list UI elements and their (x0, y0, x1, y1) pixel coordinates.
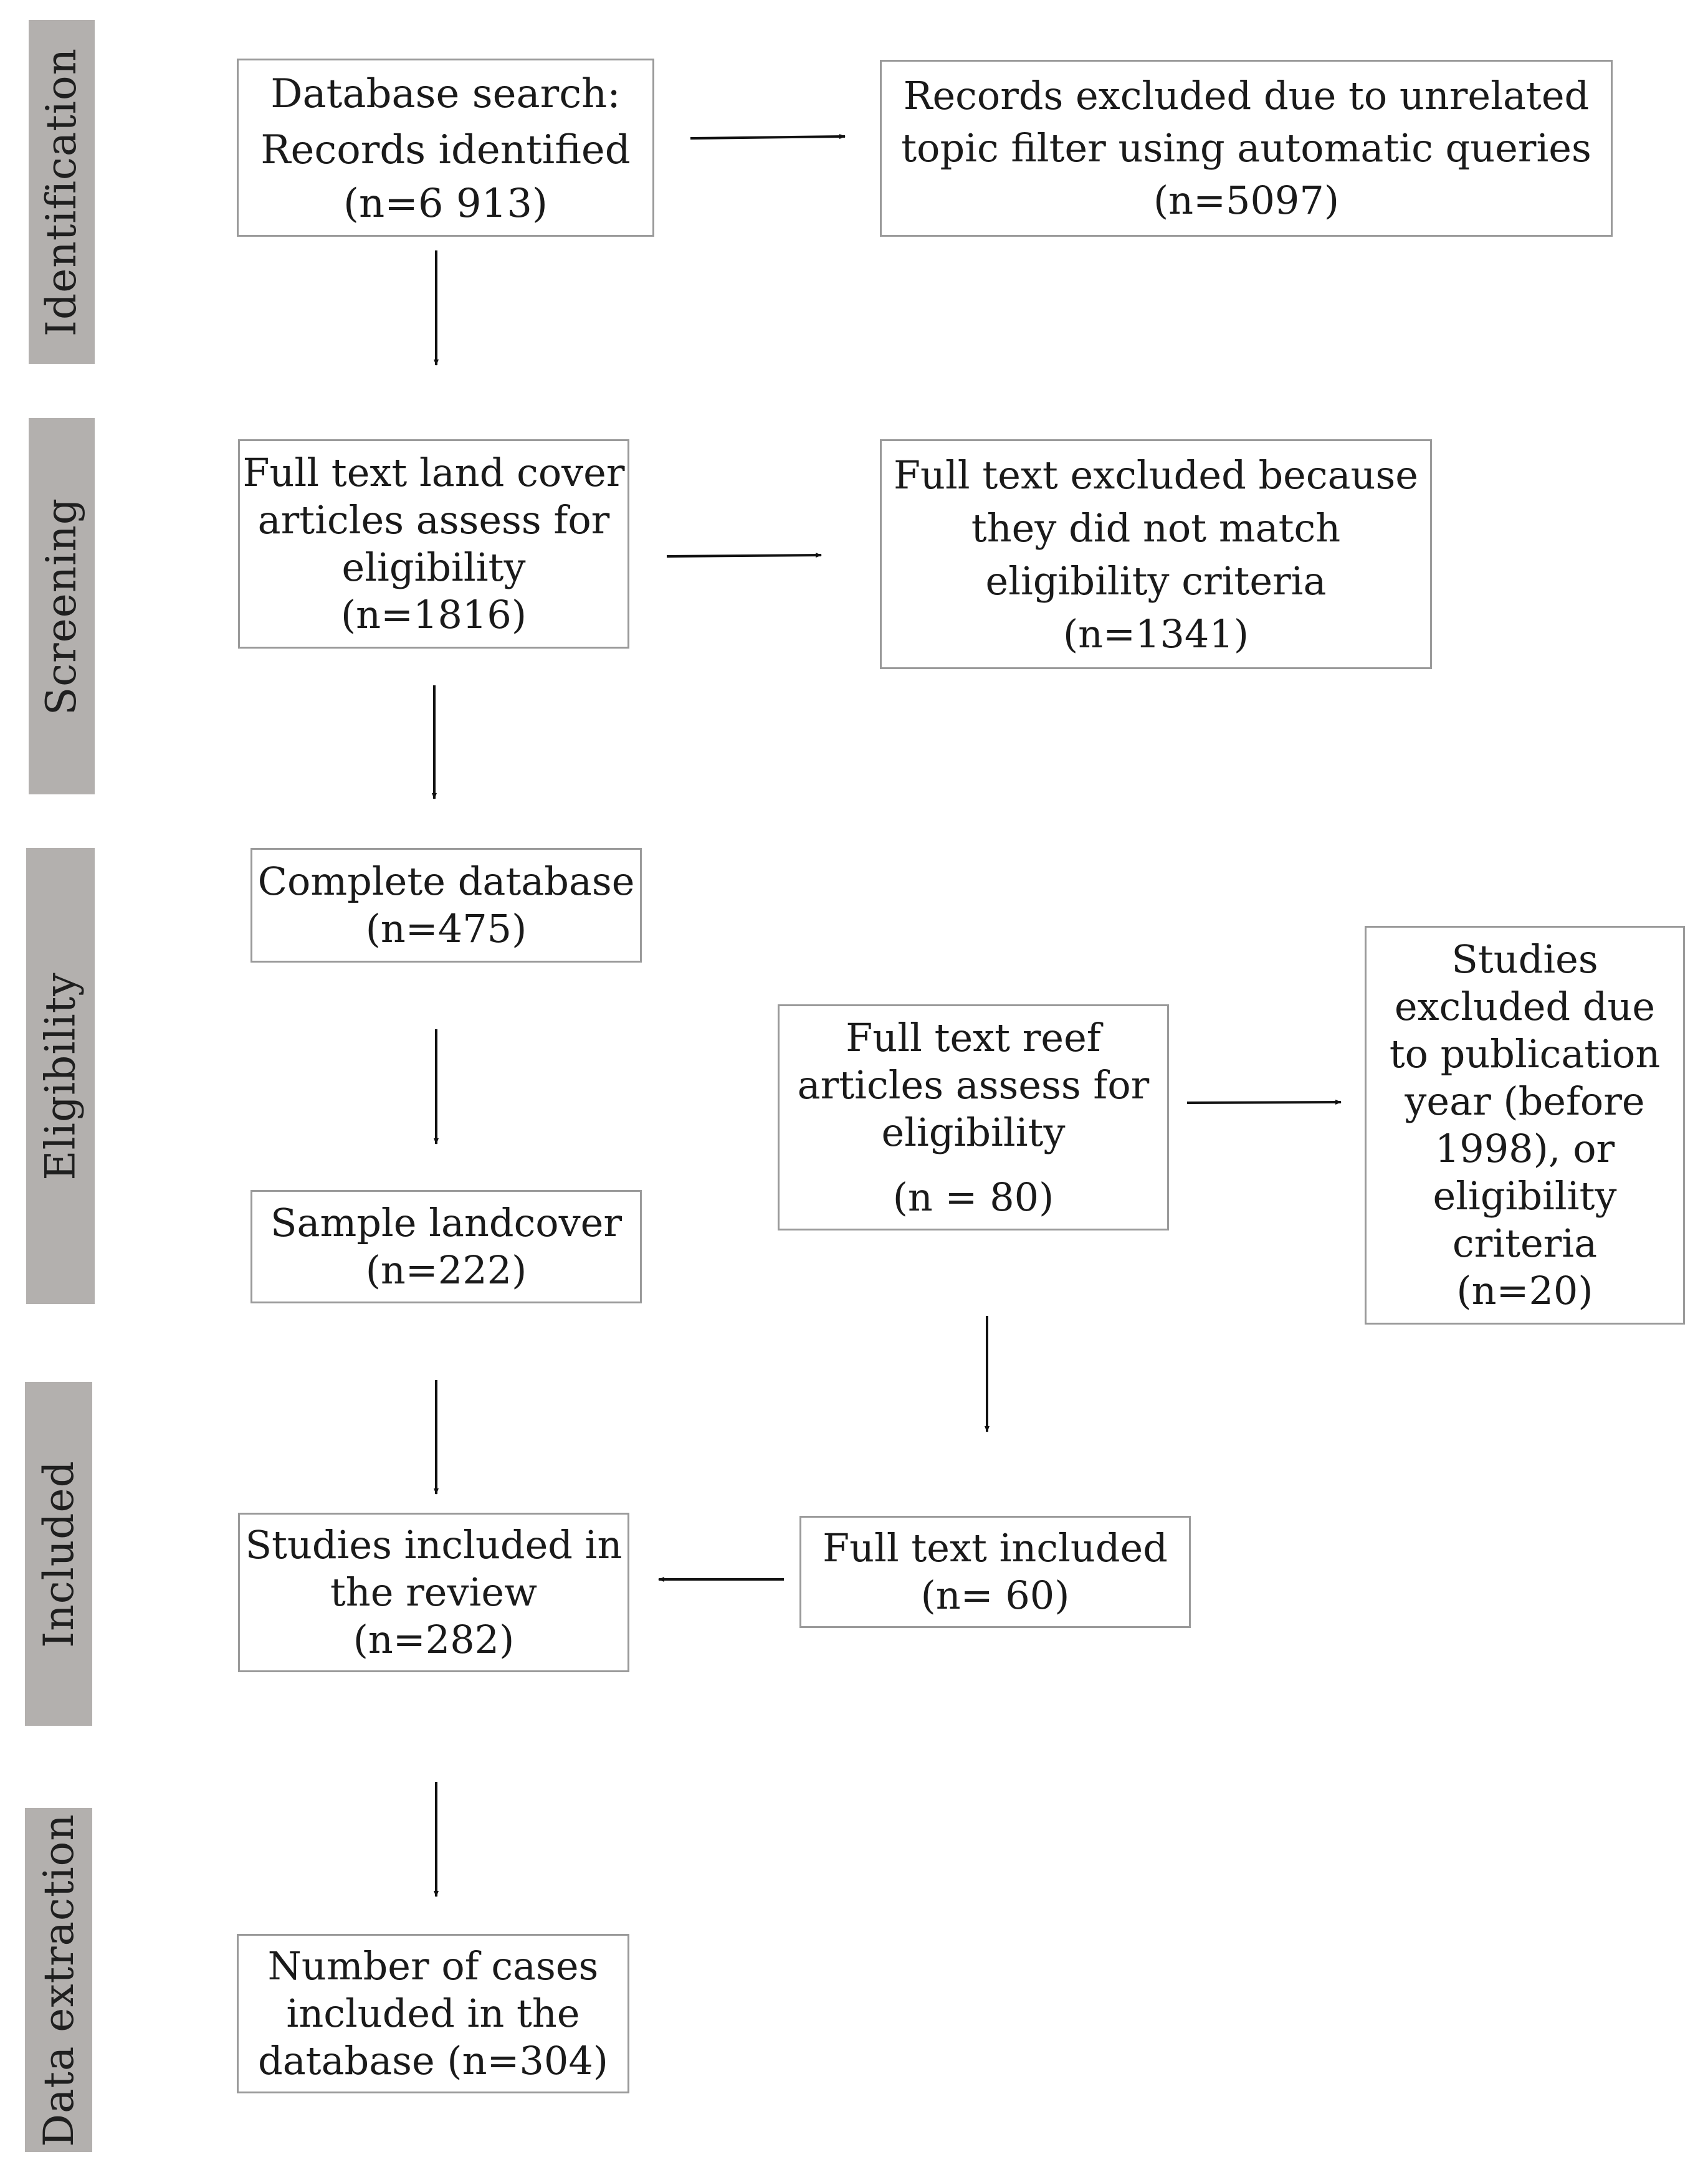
full-text-reef-line-2: articles assess for (797, 1062, 1150, 1108)
database-search-line-3: (n=6 913) (343, 181, 548, 227)
studies-excluded-line-7: criteria (1452, 1221, 1598, 1266)
studies-included-box: Studies included in the review (n=282) (238, 1513, 629, 1672)
records-excluded-line-2: topic filter using automatic queries (901, 125, 1591, 171)
sample-landcover-line-1: Sample landcover (270, 1200, 622, 1245)
full-text-excluded-line-3: eligibility criteria (985, 558, 1327, 604)
studies-included-line-3: (n=282) (353, 1617, 515, 1662)
full-text-included-line-2: (n= 60) (920, 1573, 1070, 1618)
database-search-box: Database search: Records identified (n=6… (237, 59, 654, 237)
studies-excluded-box: Studies excluded due to publication year… (1365, 926, 1685, 1325)
records-excluded-line-3: (n=5097) (1153, 178, 1340, 223)
full-text-land-cover-box: Full text land cover articles assess for… (238, 439, 629, 649)
records-excluded-box: Records excluded due to unrelated topic … (880, 60, 1613, 237)
studies-excluded-line-1: Studies (1451, 936, 1598, 982)
sample-landcover-line-2: (n=222) (365, 1247, 527, 1293)
full-text-excluded-box: Full text excluded because they did not … (880, 439, 1432, 669)
full-text-included-line-1: Full text included (823, 1525, 1168, 1571)
number-of-cases-box: Number of cases included in the database… (237, 1934, 629, 2093)
full-text-reef-line-1: Full text reef (846, 1014, 1101, 1060)
phase-included-label: Included (34, 1460, 83, 1648)
number-of-cases-line-1: Number of cases (267, 1943, 599, 1989)
full-text-excluded-line-2: they did not match (971, 505, 1341, 551)
phase-included: Included (25, 1382, 92, 1726)
complete-database-line-2: (n=475) (365, 906, 527, 951)
full-text-reef-box: Full text reef articles assess for eligi… (778, 1004, 1169, 1230)
complete-database-box: Complete database (n=475) (250, 848, 642, 963)
studies-excluded-line-2: excluded due (1394, 984, 1656, 1029)
studies-included-line-1: Studies included in (245, 1522, 623, 1568)
arrow-search-to-excluded (690, 134, 846, 140)
full-text-excluded-line-1: Full text excluded because (894, 452, 1418, 498)
arrow-reef-to-studies-excluded (1186, 1100, 1342, 1105)
full-text-reef-line-3: eligibility (881, 1109, 1066, 1155)
studies-excluded-line-3: to publication (1389, 1031, 1661, 1077)
studies-included-line-2: the review (330, 1569, 538, 1615)
sample-landcover-box: Sample landcover (n=222) (250, 1190, 642, 1303)
studies-excluded-line-6: eligibility (1433, 1173, 1617, 1219)
records-excluded-line-1: Records excluded due to unrelated (903, 73, 1590, 118)
studies-excluded-line-4: year (before (1405, 1078, 1645, 1124)
database-search-line-1: Database search: (270, 71, 621, 117)
full-text-included-box: Full text included (n= 60) (799, 1516, 1191, 1628)
phase-eligibility: Eligibility (26, 848, 95, 1304)
phase-screening: Screening (29, 418, 95, 794)
full-text-land-cover-line-2: articles assess for (257, 497, 610, 543)
full-text-land-cover-line-3: eligibility (341, 545, 526, 590)
full-text-land-cover-line-1: Full text land cover (242, 450, 625, 495)
phase-identification-label: Identification (37, 47, 86, 336)
phase-data-extraction: Data extraction (25, 1808, 92, 2152)
phase-eligibility-label: Eligibility (36, 971, 85, 1181)
studies-excluded-line-5: 1998), or (1434, 1126, 1615, 1171)
full-text-land-cover-line-4: (n=1816) (340, 592, 527, 637)
full-text-excluded-line-4: (n=1341) (1062, 611, 1249, 657)
full-text-reef-line-4: (n = 80) (892, 1174, 1054, 1220)
phase-screening-label: Screening (37, 497, 86, 715)
studies-excluded-line-8: (n=20) (1456, 1268, 1593, 1313)
phase-identification: Identification (29, 20, 95, 364)
phase-data-extraction-label: Data extraction (34, 1813, 83, 2147)
database-search-line-2: Records identified (260, 127, 631, 173)
complete-database-line-1: Complete database (257, 859, 635, 904)
number-of-cases-line-3: database (n=304) (258, 2038, 608, 2083)
arrow-landcover-to-excluded (666, 553, 822, 558)
number-of-cases-line-2: included in the (286, 1991, 580, 2036)
